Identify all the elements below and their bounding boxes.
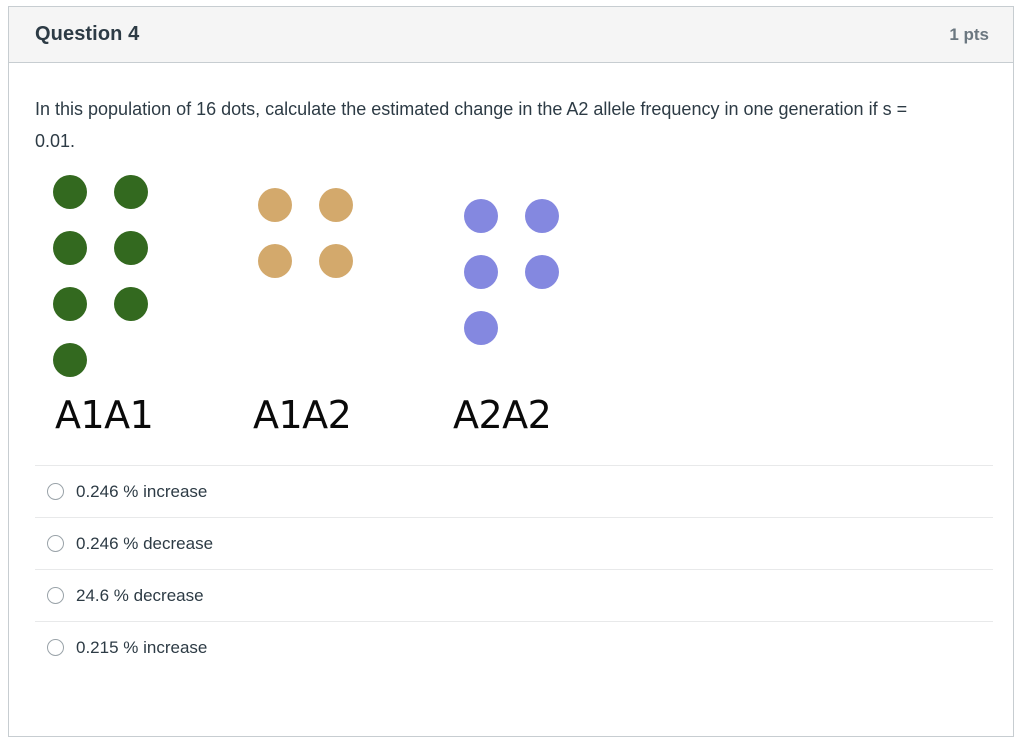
dot-row xyxy=(53,231,153,266)
genotype-dot xyxy=(464,311,498,346)
answer-options-list: 0.246 % increase 0.246 % decrease 24.6 % d… xyxy=(9,465,1013,673)
dot-grid-a2a2 xyxy=(464,175,564,367)
genotype-dot xyxy=(525,255,559,290)
genotype-dot xyxy=(114,231,148,266)
page-title: Question 4 xyxy=(35,23,140,45)
genotype-dot xyxy=(53,175,87,210)
genotype-group-a1a1: A1A1 xyxy=(53,175,213,455)
radio-button-icon[interactable] xyxy=(47,587,64,605)
genotype-dot xyxy=(464,199,498,234)
genotype-label-a1a2: A1A2 xyxy=(253,393,352,438)
answer-option-label: 0.246 % decrease xyxy=(76,534,214,554)
genotype-dot xyxy=(258,244,292,279)
dot-row xyxy=(53,287,153,322)
genotype-dot xyxy=(525,199,559,234)
genotype-dot xyxy=(53,287,87,322)
dot-row xyxy=(258,244,358,279)
answer-option-label: 24.6 % decrease xyxy=(76,586,204,606)
genotype-group-a1a2: A1A2 xyxy=(239,175,399,455)
question-points: 1 pts xyxy=(949,24,989,44)
genotype-dot xyxy=(319,244,353,279)
answer-option-label: 0.215 % increase xyxy=(76,638,208,658)
genotype-label-a2a2: A2A2 xyxy=(453,393,552,438)
dot-grid-a1a1 xyxy=(53,175,153,399)
genotype-dot xyxy=(464,255,498,290)
dot-row xyxy=(464,199,564,234)
genotype-dot xyxy=(258,188,292,223)
question-body: In this population of 16 dots, calculate… xyxy=(9,63,1013,455)
dot-grid-a1a2 xyxy=(258,175,358,300)
question-text: In this population of 16 dots, calculate… xyxy=(35,99,908,152)
answer-option-2[interactable]: 0.246 % decrease xyxy=(35,517,993,569)
genotype-group-a2a2: A2A2 xyxy=(431,175,591,455)
radio-button-icon[interactable] xyxy=(47,483,64,501)
radio-button-icon[interactable] xyxy=(47,535,64,553)
dot-row xyxy=(53,343,153,378)
genotype-dot xyxy=(114,287,148,322)
genotype-label-a1a1: A1A1 xyxy=(55,393,154,438)
genotype-dot xyxy=(319,188,353,223)
dot-row xyxy=(464,311,564,346)
answer-option-3[interactable]: 24.6 % decrease xyxy=(35,569,993,621)
genotype-dot xyxy=(53,231,87,266)
dot-row xyxy=(258,188,358,223)
genotype-dot-diagram: A1A1 A1A2 A2A2 xyxy=(53,175,613,455)
dot-row xyxy=(464,255,564,290)
answer-option-label: 0.246 % increase xyxy=(76,482,208,502)
answer-option-4[interactable]: 0.215 % increase xyxy=(35,621,993,673)
question-card: Question 4 1 pts In this population of 1… xyxy=(8,6,1014,737)
genotype-dot xyxy=(114,175,148,210)
dot-row xyxy=(53,175,153,210)
question-header: Question 4 1 pts xyxy=(9,7,1013,63)
answer-option-1[interactable]: 0.246 % increase xyxy=(35,465,993,517)
radio-button-icon[interactable] xyxy=(47,639,64,657)
genotype-dot xyxy=(53,343,87,378)
